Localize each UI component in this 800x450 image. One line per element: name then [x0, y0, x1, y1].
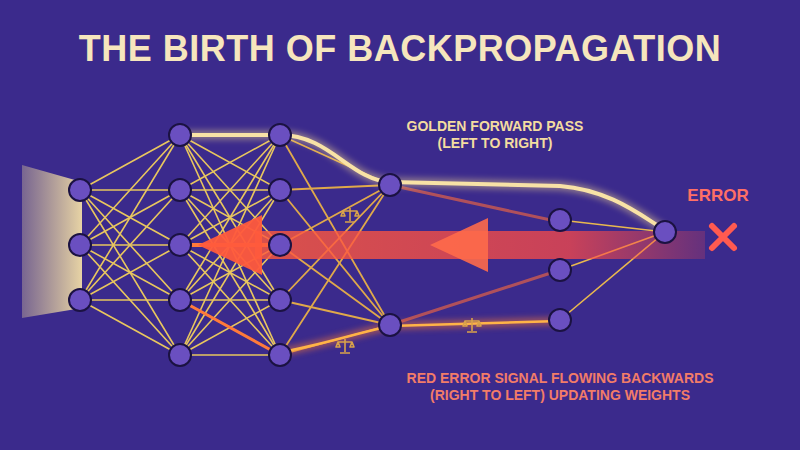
weight-line — [180, 135, 280, 190]
weight-line — [180, 135, 280, 190]
neuron — [269, 179, 291, 201]
error-arrow-head — [198, 215, 262, 275]
forward-glow — [180, 135, 665, 230]
neuron — [169, 289, 191, 311]
weight-line — [180, 135, 280, 245]
weight-line — [80, 135, 180, 245]
weight-line — [180, 245, 280, 355]
weight-line — [180, 135, 280, 245]
weight-line — [80, 190, 180, 355]
neuron — [169, 234, 191, 256]
weight-line — [180, 354, 280, 356]
flame-glow — [282, 321, 560, 352]
forward-pass-label: GOLDEN FORWARD PASS (LEFT TO RIGHT) — [400, 118, 590, 152]
weight-line — [180, 300, 280, 355]
neuron — [69, 234, 91, 256]
weight-line — [280, 135, 390, 325]
flame-path — [282, 321, 560, 352]
weight-line — [180, 300, 280, 355]
error-arrow-head — [430, 218, 488, 272]
neuron — [549, 209, 571, 231]
weight-line — [180, 190, 280, 355]
neuron — [69, 179, 91, 201]
weight-line — [80, 300, 180, 355]
neuron — [379, 314, 401, 336]
weight-line — [280, 300, 390, 325]
weight-line — [180, 135, 280, 300]
neuron — [169, 179, 191, 201]
weight-line — [180, 135, 280, 300]
neuron — [549, 309, 571, 331]
scale-icon — [463, 318, 481, 332]
neurons — [69, 124, 676, 366]
weight-line — [80, 299, 180, 301]
weight-line — [80, 190, 180, 300]
error-cross — [712, 226, 734, 248]
neuron — [169, 344, 191, 366]
neuron — [69, 289, 91, 311]
weight-line — [280, 185, 390, 190]
neuron — [269, 344, 291, 366]
weight-line — [80, 245, 180, 300]
neuron — [269, 234, 291, 256]
scale-icon — [341, 208, 359, 222]
error-signal-label: RED ERROR SIGNAL FLOWING BACKWARDS (RIGH… — [395, 370, 725, 404]
weight-line — [80, 135, 180, 190]
weight-line — [80, 245, 180, 355]
weight-line — [80, 135, 180, 300]
neuron — [379, 174, 401, 196]
neuron — [549, 259, 571, 281]
neuron — [269, 289, 291, 311]
weight-line — [80, 245, 180, 300]
weight-line — [180, 300, 280, 355]
weight-line — [180, 190, 280, 355]
scale-icon — [336, 339, 354, 353]
weight-line — [180, 245, 280, 355]
weight-line — [80, 190, 180, 300]
forward-pass-path — [180, 135, 665, 230]
neuron — [269, 124, 291, 146]
title: THE BIRTH OF BACKPROPAGATION — [10, 28, 790, 70]
neuron — [169, 124, 191, 146]
neuron — [654, 221, 676, 243]
error-label: ERROR — [687, 186, 748, 206]
